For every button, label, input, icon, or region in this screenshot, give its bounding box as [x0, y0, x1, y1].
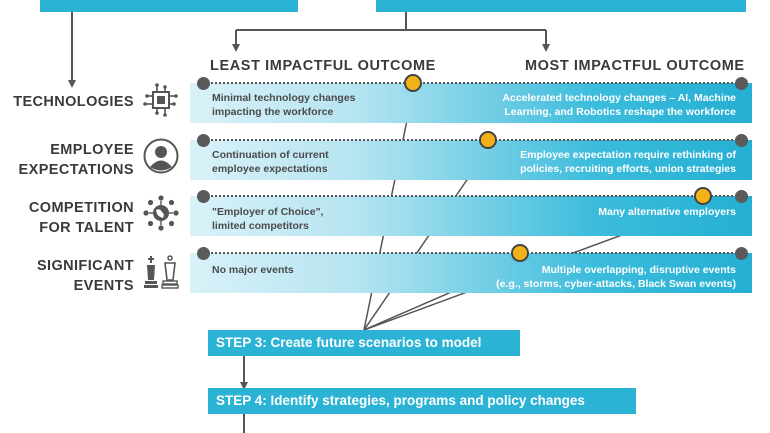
rail-start-dot — [196, 133, 210, 147]
rail-end-dot — [734, 189, 748, 203]
step3-box[interactable]: STEP 3: Create future scenarios to model — [208, 330, 520, 356]
dotted-rail — [203, 195, 741, 197]
selected-outcome-marker[interactable] — [403, 74, 422, 92]
dotted-rail — [203, 252, 741, 254]
competition-least-text: "Employer of Choice", limited competitor… — [212, 206, 324, 232]
band-competition-for-talent — [190, 196, 752, 236]
rail-start-dot — [196, 189, 210, 203]
competition-most-text: Many alternative employers — [598, 206, 736, 218]
band-significant-events — [190, 253, 752, 293]
chess-pieces-icon — [143, 254, 181, 295]
row-label-competition-for-talent: COMPETITION FOR TALENT — [28, 200, 134, 236]
chip-icon — [143, 82, 179, 123]
rail-start-dot — [196, 246, 210, 260]
technologies-least-text: Minimal technology changes impacting the… — [212, 92, 356, 118]
selected-outcome-marker[interactable] — [511, 244, 530, 262]
least-impactful-header: LEAST IMPACTFUL OUTCOME — [210, 58, 436, 74]
selected-outcome-marker[interactable] — [479, 131, 498, 149]
employee-expectations-most-text: Employee expectation require rethinking … — [520, 149, 736, 175]
selected-outcome-marker[interactable] — [694, 187, 713, 205]
rail-end-dot — [734, 246, 748, 260]
person-icon — [143, 138, 179, 179]
row-label-significant-events: SIGNIFICANT EVENTS — [36, 258, 134, 294]
events-least-text: No major events — [212, 264, 294, 276]
employee-expectations-least-text: Continuation of current employee expecta… — [212, 149, 329, 175]
technologies-most-text: Accelerated technology changes – AI, Mac… — [502, 92, 736, 118]
previous-step-box-left — [40, 0, 298, 12]
most-impactful-header: MOST IMPACTFUL OUTCOME — [525, 58, 745, 74]
step4-box[interactable]: STEP 4: Identify strategies, programs an… — [208, 388, 636, 414]
band-technologies — [190, 83, 752, 123]
globe-network-icon — [143, 195, 179, 236]
row-label-employee-expectations: EMPLOYEE EXPECTATIONS — [18, 142, 134, 178]
previous-step-box-right — [376, 0, 746, 12]
rail-end-dot — [734, 76, 748, 90]
dotted-rail — [203, 139, 741, 141]
rail-end-dot — [734, 133, 748, 147]
events-most-text: Multiple overlapping, disruptive events … — [496, 264, 736, 290]
band-employee-expectations — [190, 140, 752, 180]
rail-start-dot — [196, 76, 210, 90]
row-label-technologies: TECHNOLOGIES — [13, 94, 134, 110]
dotted-rail — [203, 82, 741, 84]
